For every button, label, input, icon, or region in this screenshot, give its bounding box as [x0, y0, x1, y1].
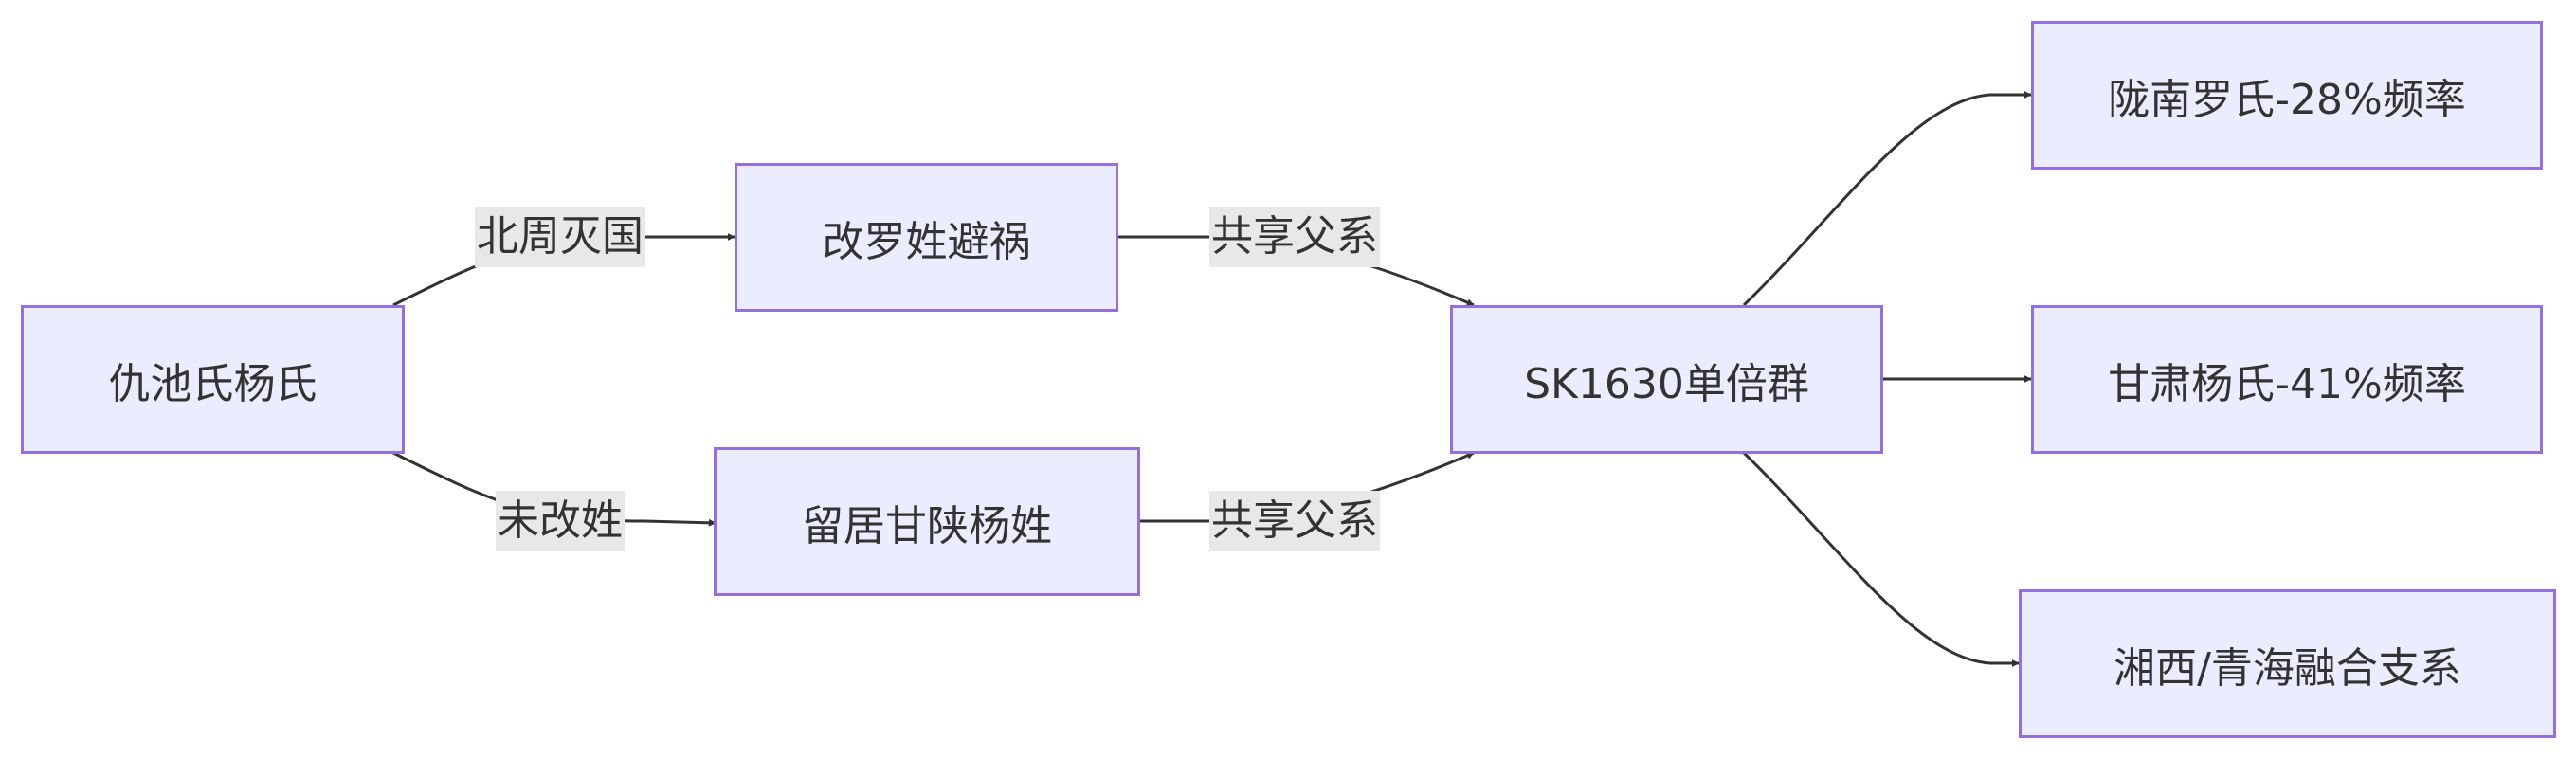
node-gailuo-label: 改罗姓避祸	[822, 217, 1031, 266]
node-liuju: 留居甘陕杨姓	[714, 447, 1140, 596]
node-gailuo: 改罗姓避祸	[735, 163, 1118, 312]
node-liuju-label: 留居甘陕杨姓	[802, 501, 1052, 550]
node-xiangxi-qinghai-label: 湘西/青海融合支系	[2113, 643, 2461, 693]
node-longnan-luo: 陇南罗氏-28%频率	[2031, 21, 2543, 170]
node-xiangxi-qinghai: 湘西/青海融合支系	[2019, 589, 2556, 738]
edge-label-beizhou: 北周灭国	[475, 207, 645, 267]
edge-label-gongxiang-upper: 共享父系	[1209, 207, 1380, 267]
node-sk1630: SK1630单倍群	[1450, 305, 1883, 454]
node-gansu-yang-label: 甘肃杨氏-41%频率	[2108, 359, 2466, 408]
edge-label-weigai: 未改姓	[496, 491, 625, 551]
node-sk1630-label: SK1630单倍群	[1524, 359, 1809, 408]
node-qiuchi-yang: 仇池氏杨氏	[21, 305, 405, 454]
node-gansu-yang: 甘肃杨氏-41%频率	[2031, 305, 2543, 454]
node-qiuchi-yang-label: 仇池氏杨氏	[108, 359, 317, 408]
edge-sk1630-to-longnan	[1742, 91, 2032, 307]
edge-sk1630-to-xiangxi	[1742, 451, 2020, 667]
edge-label-gongxiang-lower: 共享父系	[1209, 491, 1380, 551]
node-longnan-luo-label: 陇南罗氏-28%频率	[2108, 75, 2466, 124]
